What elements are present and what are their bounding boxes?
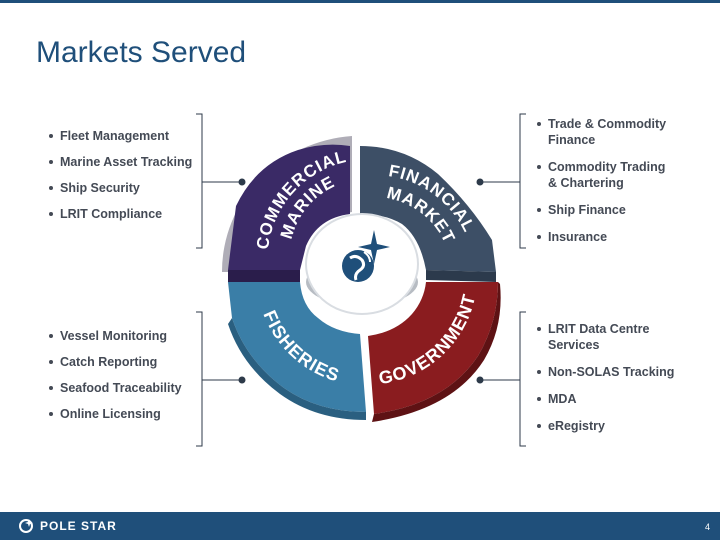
segment-edge [228, 270, 300, 282]
list-item-label: Insurance [548, 230, 608, 244]
list-item-label-line2: Services [548, 338, 600, 352]
list-item: Commodity Trading & Chartering [536, 159, 666, 191]
connector-governments [480, 311, 526, 447]
list-item: Seafood Traceability [48, 380, 182, 396]
top-rule [0, 0, 720, 3]
list-item-label-line2: & Chartering [548, 176, 624, 190]
list-item: eRegistry [536, 418, 674, 434]
fisheries-list: Vessel Monitoring Catch Reporting Seafoo… [48, 328, 182, 432]
list-item: MDA [536, 391, 674, 407]
commercial-marine-list: Fleet Management Marine Asset Tracking S… [48, 128, 192, 232]
connector-fisheries [196, 311, 242, 447]
list-item: Insurance [536, 229, 666, 245]
segment-commercial-marine [228, 144, 350, 270]
connector-dot [476, 178, 484, 186]
segment-edge [426, 270, 496, 282]
list-item-label: Trade & Commodity [548, 117, 667, 131]
list-item: Online Licensing [48, 406, 182, 422]
connector-financial-markets [480, 113, 526, 249]
list-item: LRIT Compliance [48, 206, 192, 222]
list-item-label: Non-SOLAS Tracking [548, 365, 675, 379]
footer-bar: POLE STAR 4 [0, 512, 720, 540]
list-item-label: Marine Asset Tracking [60, 155, 193, 169]
pole-star-logo: POLE STAR [18, 517, 117, 535]
list-item-label: eRegistry [548, 419, 605, 433]
page-number: 4 [704, 522, 710, 532]
list-item: Fleet Management [48, 128, 192, 144]
list-item-label: LRIT Compliance [60, 207, 163, 221]
list-item: Ship Security [48, 180, 192, 196]
list-item: Vessel Monitoring [48, 328, 182, 344]
globe-star-icon [342, 230, 390, 282]
list-item-label: Ship Finance [548, 203, 626, 217]
list-item: Non-SOLAS Tracking [536, 364, 674, 380]
list-item-label: LRIT Data Centre [548, 322, 650, 336]
list-item-label-line2: Finance [548, 133, 596, 147]
list-item-label: Seafood Traceability [60, 381, 182, 395]
segment-fisheries [228, 282, 366, 412]
segment-edge [228, 318, 366, 420]
segment-governments [368, 282, 498, 414]
list-item: Marine Asset Tracking [48, 154, 192, 170]
list-item-label: Ship Security [60, 181, 140, 195]
list-item-label: MDA [548, 392, 577, 406]
list-item-label: Commodity Trading [548, 160, 666, 174]
list-item: Ship Finance [536, 202, 666, 218]
connector-dot [476, 376, 484, 384]
slide-title: Markets Served [36, 36, 247, 69]
list-item-label: Catch Reporting [60, 355, 158, 369]
markets-wheel-diagram: COMMERCIAL MARINE FINANCIAL MARKETS FISH… [196, 113, 526, 447]
pole-star-logo-icon [19, 519, 33, 533]
list-item-label: Vessel Monitoring [60, 329, 167, 343]
list-item-label: Fleet Management [60, 129, 170, 143]
connector-dot [238, 178, 246, 186]
connector-commercial-marine [196, 113, 242, 249]
list-item-label: Online Licensing [60, 407, 161, 421]
logo-text: POLE STAR [40, 519, 117, 533]
list-item: Catch Reporting [48, 354, 182, 370]
segment-financial-markets [360, 146, 496, 272]
connector-dot [238, 376, 246, 384]
